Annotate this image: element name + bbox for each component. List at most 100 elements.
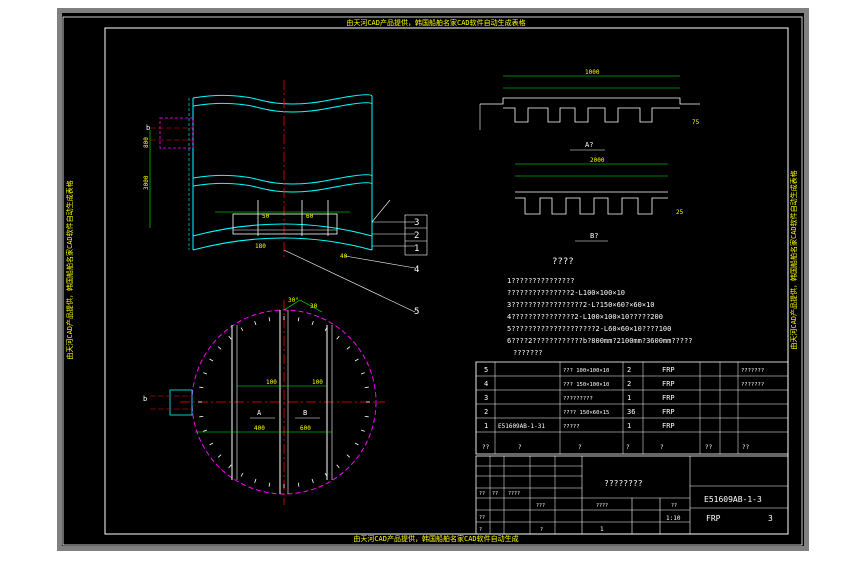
dim-25: 25 [676,209,684,216]
bolt-mark [209,358,214,362]
dim-400: 400 [254,425,265,432]
title-material: FRP [706,514,721,523]
sheet-number: 3 [768,514,773,523]
break-line-top2 [192,102,373,113]
bom-row-qty: 2 [627,380,631,388]
bolt-mark [324,327,328,332]
dim-50: 50 [262,213,270,220]
notes-heading: ???? [552,257,574,267]
bolt-mark [228,335,232,340]
black-sheet [62,13,804,546]
bom-row-name: ??? 100×100×10 [563,368,609,374]
bom-row-name: ??? 150×100×10 [563,382,609,388]
bom-header-cell: ? [518,444,522,451]
bolt-mark [311,478,314,483]
dim-180: 180 [255,243,266,250]
dim-1000-a: 1000 [585,69,600,76]
leader-2: 2 [414,231,419,241]
break-line-mid2 [192,182,373,193]
bolt-mark [346,454,351,458]
note-line-6: 6????2????????????b?800mm?2100mm?3600mm?… [507,337,692,345]
bom-row-no: 5 [484,366,488,374]
break-line-top [192,94,373,105]
bolt-mark [217,454,222,458]
dim-600: 600 [300,425,311,432]
bolt-mark [354,442,359,446]
dim-75: 75 [692,119,700,126]
leader-3: 3 [414,218,419,228]
detail-a-title: A? [585,141,593,149]
bom-row-name: ????????? [563,396,593,402]
note-line-3: 3?????????????????2-L?150×60?×60×10 [507,301,655,309]
left-border-text: 由天河CAD产品提供，韩国船舶名家CAD软件自动生成表格 [65,180,74,359]
inner-border [104,27,789,535]
bolt-mark [240,327,244,332]
bom-header-cell: ? [626,444,630,451]
bom-header-cell: ? [660,444,664,451]
bolt-mark [268,317,271,322]
tb-cell-1: ?? [479,491,485,497]
bom-header-cell: ? [578,444,582,451]
section-B-label: B [303,409,307,417]
bom-row-material: FRP [662,422,675,430]
section-A-label: A [257,409,262,417]
bom-row-code: E51609AB-1-31 [498,423,545,430]
bom-row-qty: 2 [627,366,631,374]
bottom-border-text: 由天河CAD产品提供，韩国船舶名家CAD软件自动生成 [353,534,518,543]
bolt-mark [254,321,257,326]
tb-cell-9: ? [540,527,543,533]
bolt-mark [203,372,208,375]
bolt-mark [354,358,359,362]
bolt-mark [228,464,232,469]
count-value: 1 [600,526,604,533]
bolt-mark [209,442,214,446]
note-line-4: 4???????????????2-L100×100×10?????200 [507,313,663,321]
bom-row-no: 3 [484,394,488,402]
bolt-mark [297,482,300,487]
tb-cell-5: ?? [479,515,485,521]
bolt-mark [254,478,257,483]
bom-row-qty: 1 [627,422,631,430]
bom-header-cell: ?? [482,444,490,451]
top-border-text: 由天河CAD产品提供，韩国船舶名家CAD软件自动生成表格 [346,18,525,27]
bolt-mark [203,429,208,432]
bolt-mark [199,386,204,389]
title-block: ???????? E51609AB-1-3 FRP 3 1:10 1 ?? ??… [475,455,789,535]
bolt-mark [217,346,222,350]
dim-2000: 2000 [590,157,605,164]
leader-4: 4 [414,265,419,275]
tb-cell-3: ???? [508,491,520,497]
note-line-1: 1??????????????? [507,277,574,285]
bom-row-no: 4 [484,380,488,388]
leader-1: 1 [414,244,419,254]
bom-row-qty: 36 [627,408,635,416]
tb-cell-6: ???? [596,503,608,509]
bom-row-no: 2 [484,408,488,416]
bom-row-qty: 1 [627,394,631,402]
bolt-marks [198,316,370,488]
bom-row-note: ??????? [741,382,764,388]
detail-view-b: 2000 B? 25 [515,157,684,242]
bolt-mark [360,429,365,432]
dim-100-a: 100 [266,379,277,386]
nozzle-b-label: b [146,124,150,132]
drawing-number: E51609AB-1-3 [704,495,762,504]
plan-b-label: b [143,395,147,403]
bom-header-cell: ?? [742,444,750,451]
note-line-7: ??????? [513,349,543,357]
bolt-mark [268,482,271,487]
bolt-mark [364,415,369,418]
bom-row-material: FRP [662,408,675,416]
note-line-2: ???????????????2-L100×100×10 [507,289,625,297]
dim-100-b: 100 [312,379,323,386]
tb-cell-2: ?? [492,491,498,497]
dim-30: 30 [310,303,318,310]
bom-row-name: ???? 150×60×15 [563,410,609,416]
angle-30: 30° [288,297,299,304]
bolt-mark [324,472,328,477]
note-line-5: 5????????????????????2-L60×60×10????100 [507,325,671,333]
title-main: ???????? [604,479,643,488]
bolt-mark [364,386,369,389]
